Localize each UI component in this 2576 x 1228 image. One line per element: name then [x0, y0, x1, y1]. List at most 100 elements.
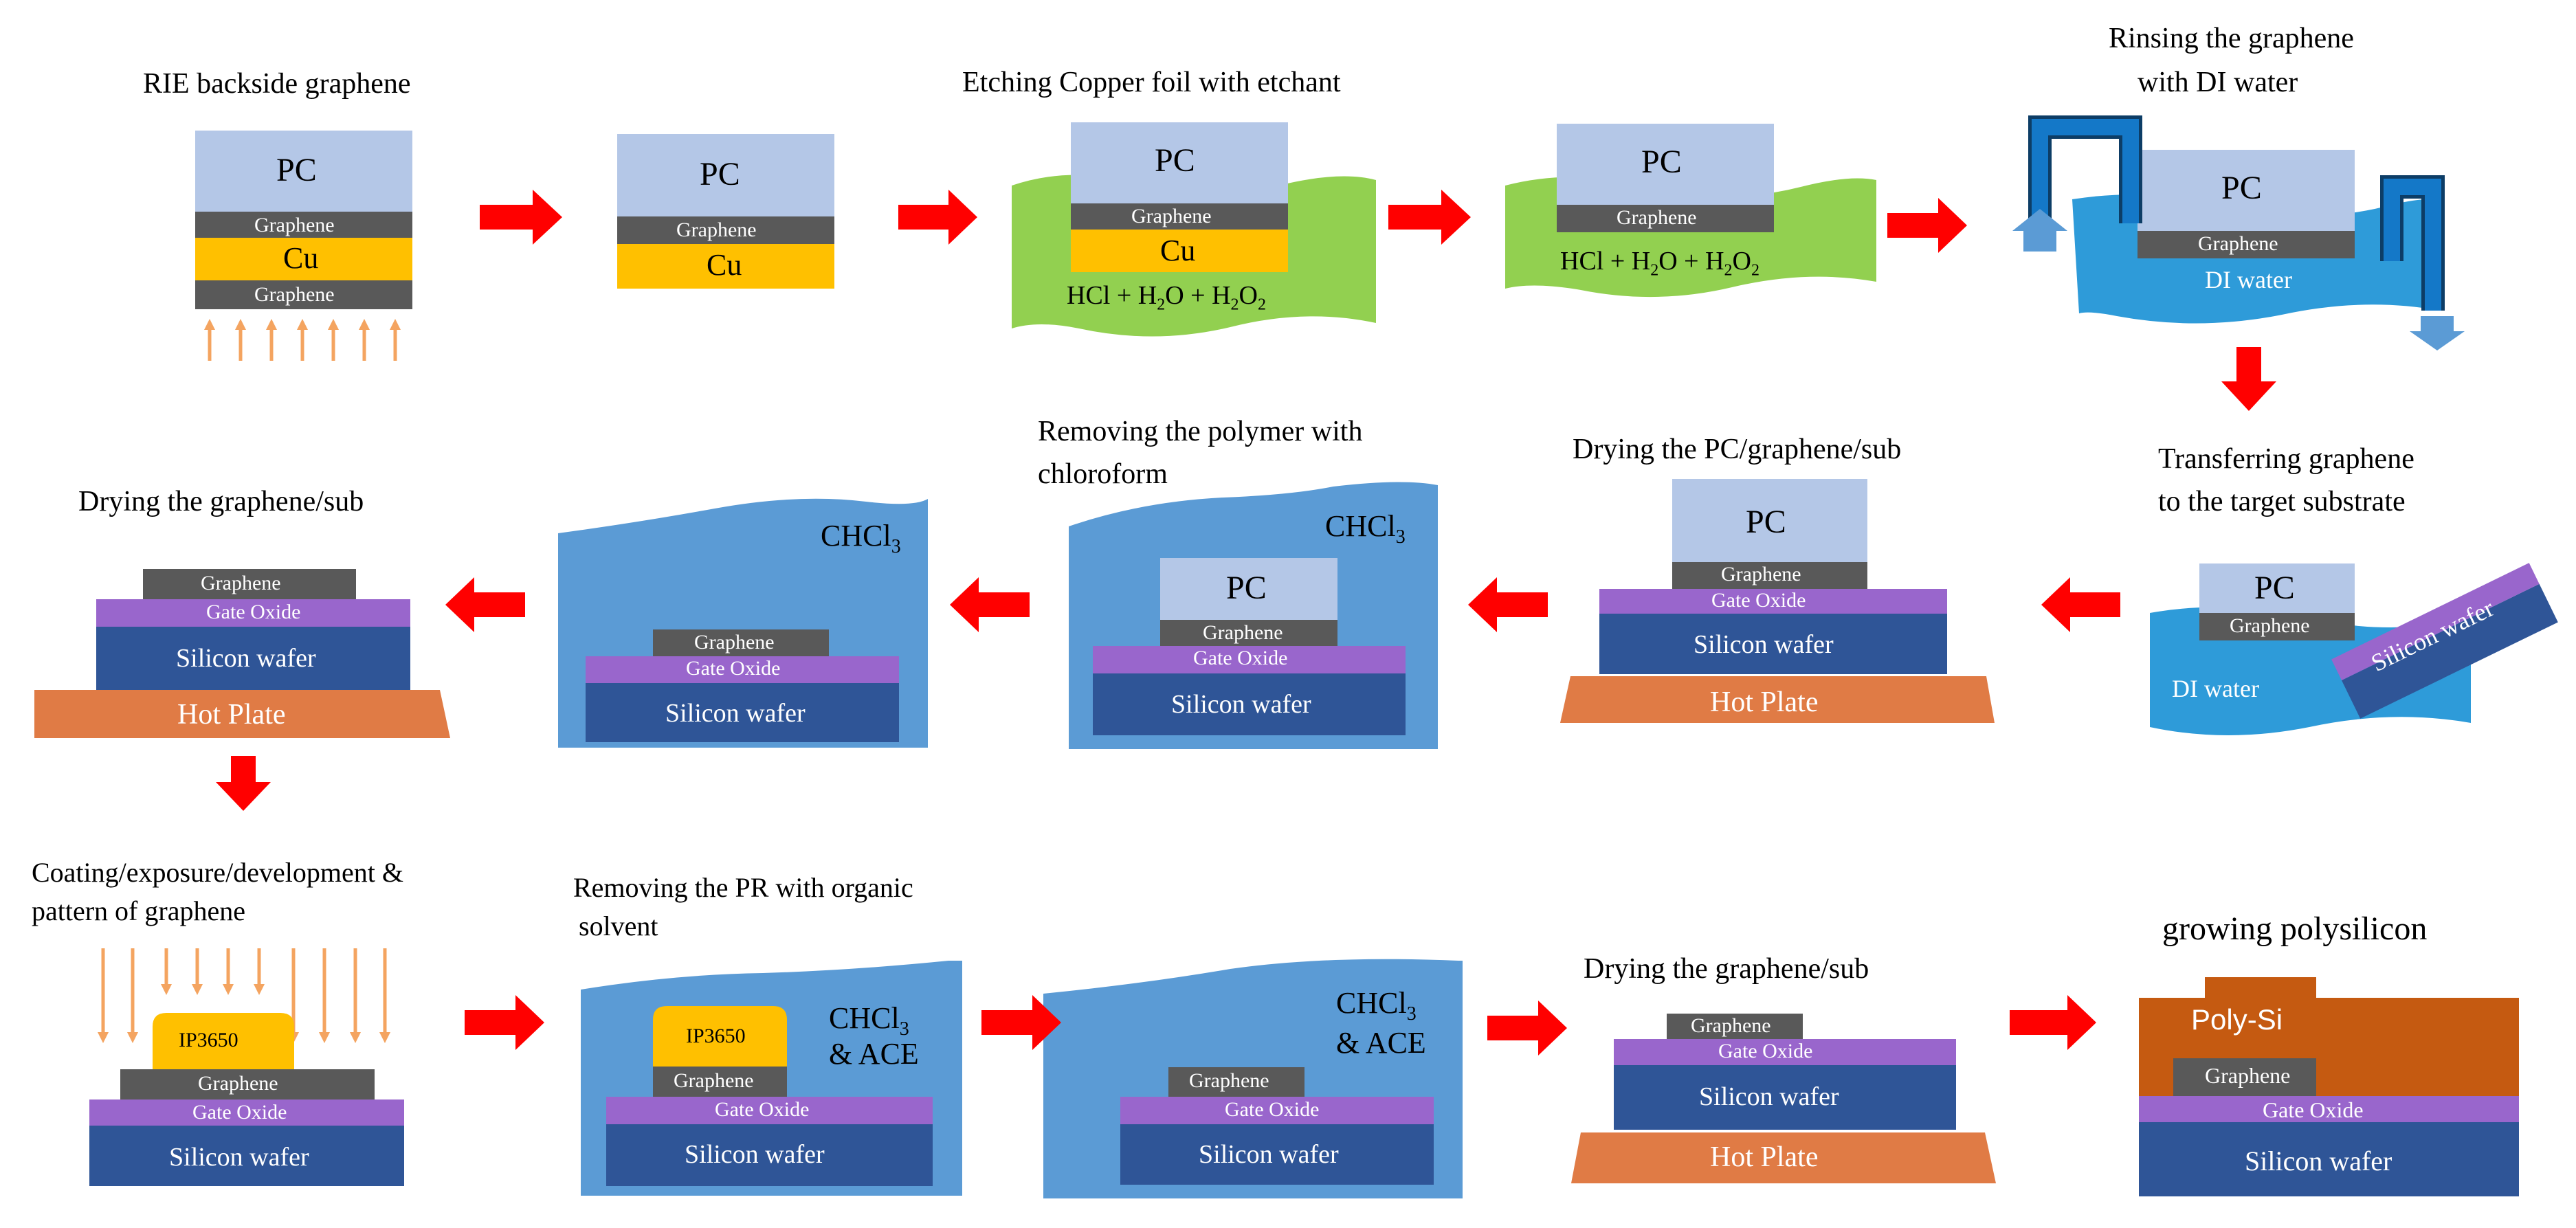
graphene-label: Graphene	[1203, 621, 1283, 644]
silicon-wafer-layer	[1614, 1065, 1956, 1130]
step-1-title: RIE backside graphene	[143, 68, 411, 100]
gate-oxide-label: Gate Oxide	[192, 1101, 287, 1124]
step-2-stack	[617, 134, 834, 289]
chcl3-label: CHCl3	[1325, 509, 1406, 548]
right-arrow-icon	[981, 995, 1061, 1050]
graphene-layer	[2199, 613, 2355, 640]
graphene-label: Graphene	[694, 631, 775, 654]
pc-layer	[1557, 124, 1774, 205]
step-8-stack	[1093, 558, 1406, 735]
gate-oxide-layer	[2331, 563, 2540, 680]
tilted-wafer	[2331, 563, 2558, 719]
graphene-layer	[1071, 203, 1288, 230]
graphene-label: Graphene	[674, 1069, 754, 1092]
gate-oxide-layer	[586, 656, 899, 683]
photoresist-block	[153, 1013, 294, 1069]
step-5-title-line2: with DI water	[2138, 67, 2298, 98]
step-13-stack	[1120, 1067, 1434, 1185]
silicon-wafer-label: Silicon wafer	[1699, 1082, 1839, 1111]
pc-layer	[1672, 479, 1867, 562]
step-9-stack	[586, 629, 899, 742]
gate-oxide-label: Gate Oxide	[1711, 589, 1806, 612]
pc-label: PC	[1641, 144, 1682, 180]
step-1-stack	[195, 131, 412, 309]
gate-oxide-label: Gate Oxide	[715, 1098, 810, 1121]
step-8-title-line1: Removing the polymer with	[1038, 416, 1363, 447]
step-6-stack	[2199, 563, 2355, 640]
left-arrow-icon	[950, 577, 1030, 632]
gate-oxide-label: Gate Oxide	[206, 601, 301, 623]
gate-oxide-layer	[606, 1097, 933, 1124]
graphene-layer	[1168, 1067, 1304, 1097]
right-arrow-icon	[898, 190, 977, 245]
gate-oxide-label: Gate Oxide	[1193, 647, 1288, 669]
pc-layer	[195, 131, 412, 212]
right-arrow-icon	[2010, 995, 2096, 1050]
silicon-wafer-label: Silicon wafer	[169, 1143, 309, 1172]
step-12-title-line2: solvent	[579, 911, 658, 941]
step-11-title-line2: pattern of graphene	[32, 895, 245, 926]
graphene-label: Graphene	[254, 214, 335, 236]
graphene-layer	[2173, 1058, 2316, 1096]
gate-oxide-layer	[2139, 1096, 2519, 1122]
inlet-pipe	[2032, 119, 2139, 232]
step-6-title-line2: to the target substrate	[2158, 486, 2406, 517]
pc-layer	[1160, 558, 1337, 620]
gate-oxide-layer	[1614, 1039, 1956, 1065]
graphene-layer	[653, 629, 829, 656]
photoresist-label: IP3650	[179, 1029, 238, 1051]
graphene-label: Graphene	[2205, 1063, 2291, 1088]
step-15-stack	[2139, 977, 2519, 1196]
graphene-layer	[653, 1067, 787, 1097]
right-arrow-icon	[1388, 190, 1471, 245]
gate-oxide-layer	[89, 1099, 404, 1126]
gate-oxide-label: Gate Oxide	[686, 657, 781, 680]
gate-oxide-label: Gate Oxide	[2263, 1097, 2364, 1122]
pc-label: PC	[2254, 570, 2295, 606]
silicon-wafer-layer	[606, 1124, 933, 1186]
silicon-wafer-layer	[1599, 614, 1947, 674]
pc-label: PC	[276, 152, 317, 188]
step-14-title: Drying the graphene/sub	[1584, 953, 1869, 985]
silicon-wafer-layer	[96, 627, 410, 690]
hot-plate	[1571, 1132, 1996, 1183]
step-14-stack	[1614, 1014, 1956, 1130]
hot-plate-label: Hot Plate	[177, 699, 286, 730]
right-arrow-icon	[1887, 198, 1967, 253]
gate-oxide-label: Gate Oxide	[1718, 1040, 1813, 1062]
poly-si-label: Poly-Si	[2191, 1003, 2283, 1036]
step-11-title-line1: Coating/exposure/development &	[32, 857, 403, 888]
pc-label: PC	[2221, 170, 2262, 206]
left-arrow-icon	[2041, 577, 2120, 632]
step-7-stack	[1599, 479, 1947, 674]
silicon-wafer-label: Silicon wafer	[1171, 690, 1311, 719]
chcl3-label: CHCl3	[1336, 986, 1417, 1025]
uv-arrows	[98, 948, 390, 1043]
hot-plate	[1560, 676, 1995, 723]
graphene-label: Graphene	[1131, 205, 1212, 227]
graphene-label: Graphene	[1189, 1069, 1269, 1092]
outflow-arrow-icon	[2410, 316, 2465, 350]
gate-oxide-layer	[96, 599, 410, 627]
silicon-wafer-layer	[1120, 1124, 1434, 1185]
cu-layer	[195, 238, 412, 280]
cu-layer	[617, 244, 834, 289]
graphene-layer	[1160, 620, 1337, 646]
gate-oxide-layer	[1120, 1097, 1434, 1124]
graphene-label: Graphene	[1691, 1014, 1771, 1037]
graphene-label: Graphene	[2198, 232, 2278, 255]
silicon-wafer-label: Silicon wafer	[685, 1140, 825, 1169]
graphene-layer	[617, 216, 834, 244]
etchant-label: HCl + H2O + H2O2	[1067, 281, 1266, 314]
graphene-label: Graphene	[1617, 206, 1697, 229]
silicon-wafer-label: Silicon wafer	[176, 644, 316, 673]
left-arrow-icon	[445, 577, 525, 632]
cu-label: Cu	[283, 241, 319, 275]
photoresist-label: IP3650	[686, 1025, 746, 1047]
silicon-wafer-label: Silicon wafer	[1199, 1140, 1339, 1169]
pc-label: PC	[1226, 570, 1267, 606]
right-arrow-icon	[480, 190, 562, 245]
pc-label: PC	[700, 156, 740, 192]
di-water-label: DI water	[2172, 675, 2259, 702]
